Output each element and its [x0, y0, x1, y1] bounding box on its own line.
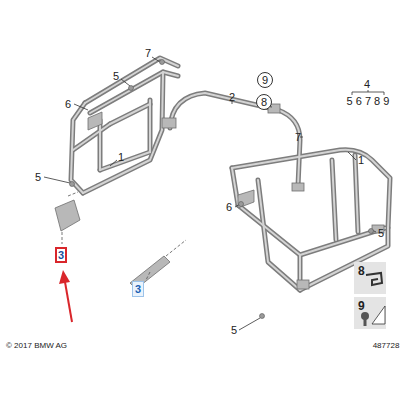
callout-number: 7: [145, 48, 151, 59]
callout-number: 9: [262, 75, 268, 86]
callout-circle: 9: [257, 72, 273, 88]
callout-number: 3: [135, 284, 141, 295]
callout-number: 5: [113, 71, 119, 82]
highlighted-callout: 3: [55, 247, 67, 263]
callout-number: 4: [364, 79, 370, 90]
callout-number: 8: [261, 97, 267, 108]
callout-number: 1: [118, 152, 124, 163]
callout-number: 3: [58, 250, 64, 261]
icon-box: 8: [354, 262, 386, 294]
footnote-text: © 2017 BMW AG: [6, 342, 67, 350]
callout-number: 9: [358, 300, 365, 312]
callout-number: 8: [358, 265, 365, 277]
icon-box: 9: [354, 297, 386, 329]
callout-box: 3: [132, 281, 144, 297]
callout-number: 5: [231, 325, 237, 336]
callout-number: 7: [295, 132, 301, 143]
callout-circle: 8: [256, 94, 272, 110]
callout-number: 2: [229, 92, 235, 103]
callout-number: 1: [358, 155, 364, 166]
callout-number: 6: [226, 202, 232, 213]
callout-number: 5: [35, 172, 41, 183]
callout-number: 5 6 7 8 9: [347, 96, 390, 107]
callout-number: 5: [378, 228, 384, 239]
callout-number: 6: [65, 99, 71, 110]
footnote-text: 487728: [373, 342, 400, 350]
